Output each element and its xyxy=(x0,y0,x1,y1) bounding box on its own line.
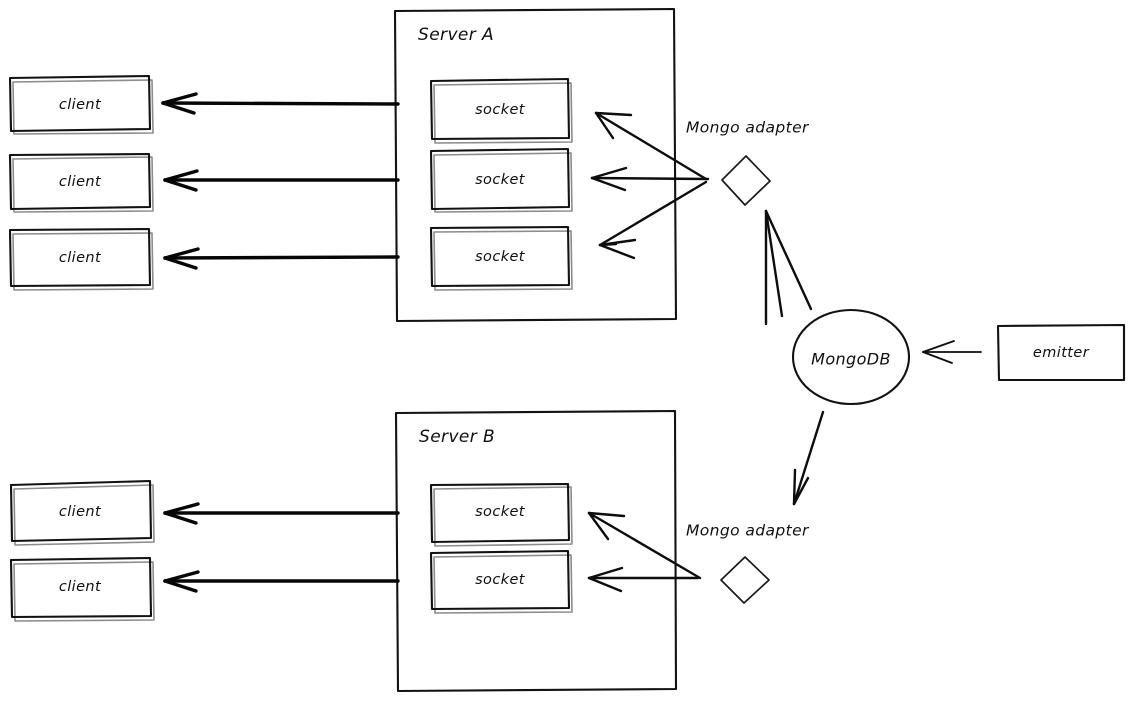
server-a-box[interactable] xyxy=(393,7,678,323)
server-b-label: Server B xyxy=(419,427,495,447)
socket-b-1[interactable]: socket xyxy=(429,482,573,547)
socket-a-1[interactable]: socket xyxy=(429,77,573,144)
arrow-emitter-to-mongodb xyxy=(922,340,982,364)
client-top-1-box[interactable] xyxy=(8,74,152,133)
client-bottom-1-box[interactable] xyxy=(9,479,153,543)
arrow-adapter-b-to-socket-b1 xyxy=(587,511,702,580)
client-bottom-2-label: client xyxy=(59,579,102,595)
mongo-adapter-a-label: Mongo adapter xyxy=(686,119,810,137)
socket-a-1-box[interactable] xyxy=(429,77,571,141)
arrow-socket-a3-to-client3 xyxy=(163,247,400,270)
client-top-2-box[interactable] xyxy=(8,152,152,211)
server-b-group[interactable]: Server B socket socket xyxy=(394,409,678,693)
arrow-adapter-a-to-socket-a1 xyxy=(594,111,708,181)
socket-a-3-label: socket xyxy=(475,249,526,265)
mongo-adapter-b-group[interactable]: Mongo adapter xyxy=(686,522,810,604)
server-b-box[interactable] xyxy=(394,409,678,693)
socket-a-2-label: socket xyxy=(475,172,526,188)
server-a-group[interactable]: Server A socket socket socket xyxy=(393,7,678,323)
emitter-box[interactable] xyxy=(996,323,1126,382)
socket-a-2-box[interactable] xyxy=(429,147,571,211)
emitter-label: emitter xyxy=(1033,345,1090,361)
mongo-adapter-b-diamond[interactable] xyxy=(720,556,770,604)
client-top-1[interactable]: client xyxy=(8,74,154,135)
server-a-label: Server A xyxy=(418,25,494,45)
client-bottom-1-label: client xyxy=(59,504,102,520)
mongo-adapter-b-label: Mongo adapter xyxy=(686,522,810,540)
client-top-3-label: client xyxy=(59,250,102,266)
client-top-1-label: client xyxy=(59,97,102,113)
arrow-mongodb-to-adapter-b xyxy=(792,410,825,506)
socket-a-2[interactable]: socket xyxy=(429,147,573,213)
arrow-socket-b2-to-client5 xyxy=(163,570,400,593)
client-bottom-2-box[interactable] xyxy=(9,556,153,619)
mongo-adapter-a-diamond[interactable] xyxy=(721,155,771,206)
socket-b-1-label: socket xyxy=(475,504,526,520)
mongo-adapter-a-group[interactable]: Mongo adapter xyxy=(686,119,810,206)
arrow-adapter-a-to-socket-a2 xyxy=(590,166,710,192)
client-bottom-2[interactable]: client xyxy=(9,556,155,622)
client-bottom-1[interactable]: client xyxy=(9,479,155,546)
arrow-mongodb-to-adapter-a xyxy=(764,209,813,326)
socket-b-2-label: socket xyxy=(475,572,526,588)
client-top-2-label: client xyxy=(59,174,102,190)
socket-b-1-box[interactable] xyxy=(429,482,571,544)
arrow-adapter-b-to-socket-b2 xyxy=(587,566,700,593)
socket-a-3-box[interactable] xyxy=(429,225,571,288)
client-top-3-box[interactable] xyxy=(8,227,152,288)
client-top-2[interactable]: client xyxy=(8,152,154,213)
arrow-adapter-a-to-socket-a3 xyxy=(598,180,708,260)
socket-a-3[interactable]: socket xyxy=(429,225,573,291)
client-top-3[interactable]: client xyxy=(8,227,154,291)
arrow-socket-a2-to-client2 xyxy=(163,169,400,192)
arrow-socket-a1-to-client1 xyxy=(161,92,400,115)
socket-b-2[interactable]: socket xyxy=(429,549,573,614)
arrow-socket-b1-to-client4 xyxy=(163,502,400,525)
emitter-group[interactable]: emitter xyxy=(996,323,1126,382)
socket-b-2-box[interactable] xyxy=(429,549,571,611)
mongodb-group[interactable]: MongoDB xyxy=(791,308,911,406)
mongodb-label: MongoDB xyxy=(811,350,891,369)
socket-a-1-label: socket xyxy=(475,102,526,118)
mongodb-ellipse[interactable] xyxy=(791,308,911,406)
